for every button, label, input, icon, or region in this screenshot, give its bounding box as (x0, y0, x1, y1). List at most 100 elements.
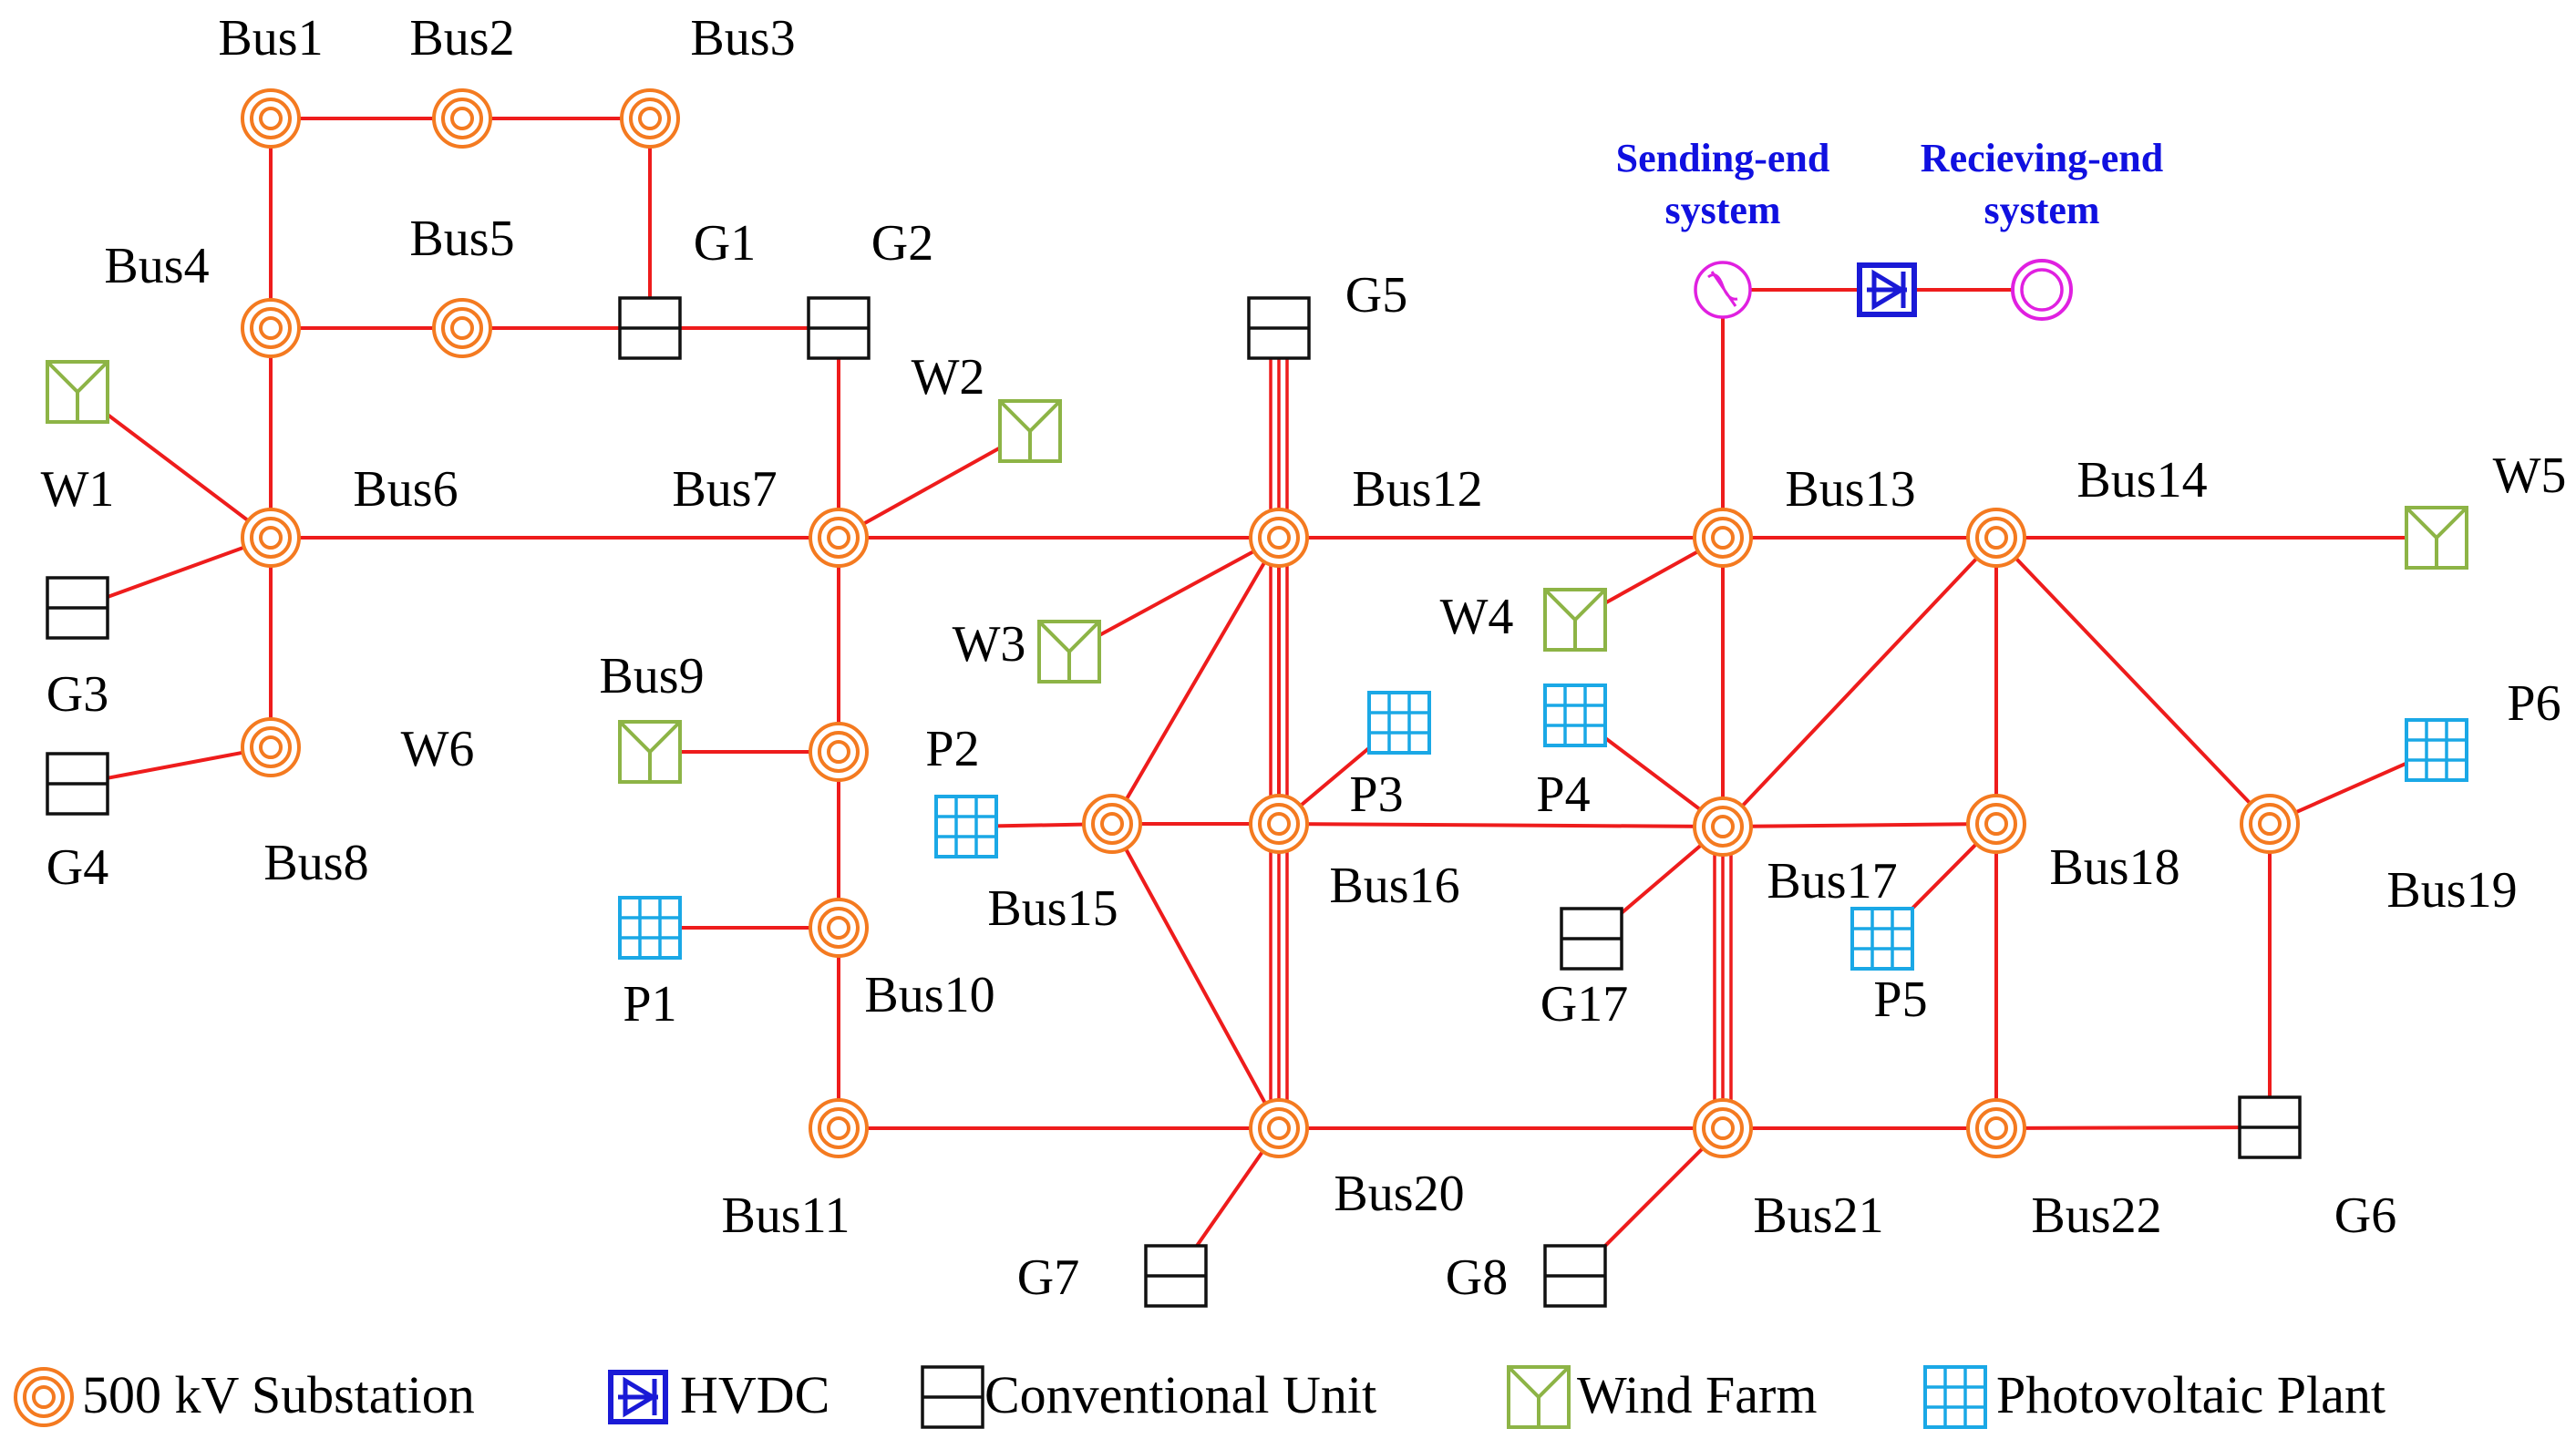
substation-bus3-icon (620, 88, 680, 149)
legend-hvdc-label: HVDC (680, 1365, 829, 1424)
line-bus17-bus18 (1722, 822, 1997, 828)
receiving-end-label-line1: Recieving-end (1921, 136, 2163, 180)
label-bus8: Bus8 (263, 835, 368, 891)
label-bus13: Bus13 (1785, 461, 1915, 518)
label-bus7: Bus7 (672, 461, 777, 518)
sending-end-label-line1: Sending-end (1616, 136, 1830, 180)
line-bus14-bus19 (1994, 536, 2272, 826)
line-g3-bus6 (77, 536, 272, 610)
line-bus15-bus20 (1110, 823, 1281, 1129)
substation-bus12-icon (1249, 508, 1309, 568)
legend-pv-icon (1923, 1365, 1987, 1429)
legend-wind-icon (1507, 1365, 1571, 1429)
label-p4: P4 (1536, 766, 1590, 823)
legend-substation-label: 500 kV Substation (82, 1365, 475, 1424)
label-w4: W4 (1440, 589, 1514, 645)
substation-bus2-icon (432, 88, 492, 149)
substation-bus17-icon (1693, 797, 1753, 857)
legend-conventional-label: Conventional Unit (984, 1365, 1376, 1424)
label-bus20: Bus20 (1334, 1166, 1464, 1222)
hvdc-labels: Sending-end system Recieving-end system (1616, 136, 2164, 232)
label-bus3: Bus3 (690, 10, 795, 67)
label-bus4: Bus4 (104, 238, 209, 294)
legend-pv-label: Photovoltaic Plant (1996, 1365, 2385, 1424)
wind-farm-w3-icon (1037, 620, 1101, 684)
label-bus17: Bus17 (1767, 853, 1897, 910)
pv-plant-p5-icon (1850, 907, 1914, 971)
substation-bus7-icon (809, 508, 869, 568)
substation-bus15-icon (1082, 794, 1142, 854)
pv-plant-p1-icon (618, 896, 682, 960)
substation-bus13-icon (1693, 508, 1753, 568)
line-bus16-bus17 (1278, 822, 1724, 828)
sending-end-label-line2: system (1664, 188, 1780, 232)
conventional-unit-g1-icon (618, 296, 682, 360)
substation-bus20-icon (1249, 1098, 1309, 1158)
substation-bus18-icon (1966, 794, 2026, 854)
line-bus22-g6 (1995, 1126, 2271, 1130)
label-w3: W3 (953, 616, 1026, 673)
conventional-unit-g3-icon (46, 576, 109, 640)
substation-bus21-icon (1693, 1098, 1753, 1158)
pv-plant-p2-icon (934, 795, 998, 858)
substation-bus14-icon (1966, 508, 2026, 568)
label-bus16: Bus16 (1329, 858, 1459, 914)
label-p5: P5 (1873, 971, 1927, 1028)
substation-bus16-icon (1249, 794, 1309, 854)
label-bus6: Bus6 (353, 461, 458, 518)
label-g17: G17 (1540, 976, 1628, 1033)
label-bus5: Bus5 (409, 211, 514, 267)
label-g3: G3 (46, 666, 108, 723)
substation-bus6-icon (241, 508, 301, 568)
label-w6: W6 (401, 721, 475, 777)
label-bus21: Bus21 (1753, 1187, 1883, 1244)
hvdc-link-icon (1857, 262, 1917, 317)
label-bus11: Bus11 (721, 1187, 850, 1244)
pv-plant-p3-icon (1367, 691, 1431, 755)
label-p6: P6 (2507, 675, 2561, 732)
line-g4-bus8 (77, 745, 272, 786)
label-bus1: Bus1 (218, 10, 323, 67)
label-p2: P2 (925, 721, 979, 777)
label-p1: P1 (623, 976, 676, 1033)
label-bus22: Bus22 (2031, 1187, 2161, 1244)
line-w1-bus6 (76, 390, 273, 540)
label-w5: W5 (2493, 447, 2567, 504)
label-g4: G4 (46, 839, 108, 896)
conventional-unit-g7-icon (1144, 1244, 1208, 1308)
substation-bus10-icon (809, 898, 869, 958)
label-p3: P3 (1349, 766, 1403, 823)
legend-icons (14, 1365, 1987, 1429)
label-w2: W2 (912, 349, 985, 406)
wind-farm-w5-icon (2405, 506, 2468, 570)
legend-hvdc-icon (608, 1370, 668, 1424)
legend-substation-icon (14, 1367, 74, 1427)
conventional-unit-g8-icon (1543, 1244, 1607, 1308)
label-g1: G1 (694, 215, 756, 272)
label-g2: G2 (871, 215, 933, 272)
label-g5: G5 (1345, 267, 1407, 324)
receiving-end-system-icon (2011, 259, 2073, 321)
substation-bus9-icon (809, 722, 869, 782)
transmission-lines (76, 117, 2437, 1278)
wind-farm-w6-icon (618, 720, 682, 784)
label-bus14: Bus14 (2076, 452, 2207, 509)
line-bus12-bus15 (1110, 536, 1281, 826)
conventional-unit-g17-icon (1560, 907, 1623, 971)
label-bus19: Bus19 (2386, 862, 2517, 919)
line-w3-bus12 (1068, 536, 1280, 653)
substation-bus22-icon (1966, 1098, 2026, 1158)
grid-nodes (46, 88, 2468, 1308)
legend: 500 kV Substation HVDC Conventional Unit… (14, 1365, 2385, 1429)
substation-bus11-icon (809, 1098, 869, 1158)
label-g8: G8 (1446, 1249, 1508, 1306)
label-bus18: Bus18 (2049, 839, 2179, 896)
label-bus12: Bus12 (1352, 461, 1482, 518)
wind-farm-w4-icon (1543, 588, 1607, 652)
substation-bus19-icon (2240, 794, 2300, 854)
legend-conventional-icon (921, 1365, 984, 1429)
conventional-unit-g5-icon (1247, 296, 1311, 360)
label-bus15: Bus15 (987, 880, 1118, 937)
label-w1: W1 (41, 461, 115, 518)
